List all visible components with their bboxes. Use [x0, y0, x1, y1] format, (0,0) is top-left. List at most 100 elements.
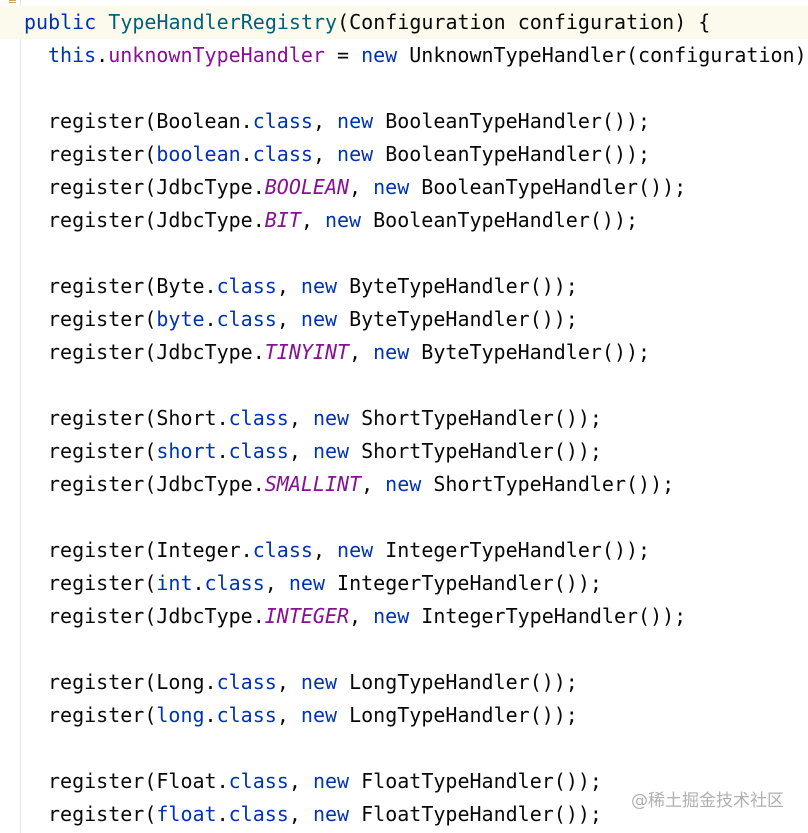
- handler-expr: IntegerTypeHandler());: [373, 538, 651, 562]
- separator: ,: [361, 472, 386, 496]
- code-line-register[interactable]: register(JdbcType.BIT, new BooleanTypeHa…: [0, 204, 808, 237]
- code-line-constructor[interactable]: public TypeHandlerRegistry(Configuration…: [0, 6, 808, 39]
- member-name: class: [216, 307, 277, 331]
- code-line-blank[interactable]: [0, 369, 808, 402]
- keyword-new: new: [300, 274, 338, 298]
- member-name: class: [252, 109, 313, 133]
- dot: .: [240, 109, 253, 133]
- keyword-new: new: [300, 670, 338, 694]
- code-line-register[interactable]: register(short.class, new ShortTypeHandl…: [0, 435, 808, 468]
- member-name: class: [228, 802, 289, 826]
- code-line-register[interactable]: register(boolean.class, new BooleanTypeH…: [0, 138, 808, 171]
- handler-expr: FloatTypeHandler());: [349, 802, 602, 826]
- gutter-override-icon: [9, 0, 16, 5]
- handler-expr: BooleanTypeHandler());: [373, 109, 651, 133]
- separator: ,: [264, 571, 289, 595]
- member-name: class: [228, 439, 289, 463]
- code-line-register[interactable]: register(Boolean.class, new BooleanTypeH…: [0, 105, 808, 138]
- dot: .: [204, 703, 217, 727]
- member-name: class: [252, 538, 313, 562]
- dot: .: [204, 274, 217, 298]
- keyword-public: public: [24, 10, 97, 34]
- separator: ,: [276, 703, 301, 727]
- dot: .: [216, 406, 229, 430]
- separator: ,: [349, 175, 374, 199]
- type-name: long: [156, 703, 205, 727]
- code-line-register[interactable]: register(long.class, new LongTypeHandler…: [0, 699, 808, 732]
- keyword-new: new: [312, 769, 350, 793]
- method-call: register(: [48, 439, 157, 463]
- separator: ,: [288, 406, 313, 430]
- code-line-assign[interactable]: this.unknownTypeHandler = new UnknownTyp…: [0, 39, 808, 72]
- code-line-blank[interactable]: [0, 501, 808, 534]
- code-line-register[interactable]: register(JdbcType.SMALLINT, new ShortTyp…: [0, 468, 808, 501]
- code-line-register[interactable]: register(float.class, new FloatTypeHandl…: [0, 798, 808, 831]
- code-line-register[interactable]: register(byte.class, new ByteTypeHandler…: [0, 303, 808, 336]
- code-line-blank[interactable]: [0, 732, 808, 765]
- method-call: register(: [48, 571, 157, 595]
- separator: ,: [276, 670, 301, 694]
- dot: .: [240, 142, 253, 166]
- dot: .: [216, 769, 229, 793]
- separator: ,: [312, 142, 338, 166]
- constructor-params: (Configuration configuration) {: [337, 10, 711, 34]
- member-name: class: [216, 703, 277, 727]
- keyword-new: new: [312, 439, 350, 463]
- code-line-register[interactable]: register(int.class, new IntegerTypeHandl…: [0, 567, 808, 600]
- separator: ,: [312, 109, 338, 133]
- member-name: TINYINT: [264, 340, 350, 364]
- keyword-new: new: [288, 571, 325, 595]
- separator: ,: [276, 307, 301, 331]
- method-call: register(: [48, 109, 157, 133]
- member-name: SMALLINT: [264, 472, 362, 496]
- handler-expr: BooleanTypeHandler());: [373, 142, 651, 166]
- code-line-register[interactable]: register(Integer.class, new IntegerTypeH…: [0, 534, 808, 567]
- code-line-register[interactable]: register(JdbcType.BOOLEAN, new BooleanTy…: [0, 171, 808, 204]
- separator: ,: [288, 802, 313, 826]
- code-line-blank[interactable]: [0, 237, 808, 270]
- method-call: register(: [48, 472, 157, 496]
- type-name: Float: [156, 769, 217, 793]
- dot: .: [216, 802, 229, 826]
- dot: .: [240, 538, 253, 562]
- code-line-blank[interactable]: [0, 72, 808, 105]
- member-name: class: [228, 769, 289, 793]
- member-name: class: [204, 571, 265, 595]
- code-line-register[interactable]: register(Short.class, new ShortTypeHandl…: [0, 402, 808, 435]
- type-name: Byte: [156, 274, 205, 298]
- type-name: JdbcType: [156, 175, 253, 199]
- handler-expr: LongTypeHandler());: [337, 703, 578, 727]
- code-line-register[interactable]: register(Long.class, new LongTypeHandler…: [0, 666, 808, 699]
- code-line-blank[interactable]: [0, 633, 808, 666]
- separator: ,: [349, 604, 374, 628]
- handler-expr: IntegerTypeHandler());: [409, 604, 687, 628]
- dot: .: [252, 208, 265, 232]
- method-call: register(: [48, 274, 157, 298]
- type-name: short: [156, 439, 217, 463]
- type-name: Long: [156, 670, 205, 694]
- keyword-new: new: [373, 604, 410, 628]
- type-name: float: [156, 802, 217, 826]
- code-line-register[interactable]: register(Byte.class, new ByteTypeHandler…: [0, 270, 808, 303]
- handler-expr: LongTypeHandler());: [337, 670, 578, 694]
- gutter-divider: [20, 0, 21, 833]
- handler-expr: FloatTypeHandler());: [349, 769, 602, 793]
- handler-expr: ByteTypeHandler());: [337, 307, 578, 331]
- separator: ,: [312, 538, 338, 562]
- type-name: boolean: [156, 142, 241, 166]
- method-call: register(: [48, 703, 157, 727]
- constructor-name: TypeHandlerRegistry: [108, 10, 338, 34]
- member-name: class: [228, 406, 289, 430]
- dot: .: [252, 175, 265, 199]
- member-name: class: [216, 670, 277, 694]
- method-call: register(: [48, 307, 157, 331]
- code-area[interactable]: public TypeHandlerRegistry(Configuration…: [0, 6, 808, 831]
- code-line-register[interactable]: register(JdbcType.TINYINT, new ByteTypeH…: [0, 336, 808, 369]
- type-name: JdbcType: [156, 208, 253, 232]
- keyword-new: new: [337, 538, 374, 562]
- code-line-register[interactable]: register(JdbcType.INTEGER, new IntegerTy…: [0, 600, 808, 633]
- keyword-new: new: [300, 307, 338, 331]
- code-line-register[interactable]: register(Float.class, new FloatTypeHandl…: [0, 765, 808, 798]
- handler-expr: BooleanTypeHandler());: [409, 175, 687, 199]
